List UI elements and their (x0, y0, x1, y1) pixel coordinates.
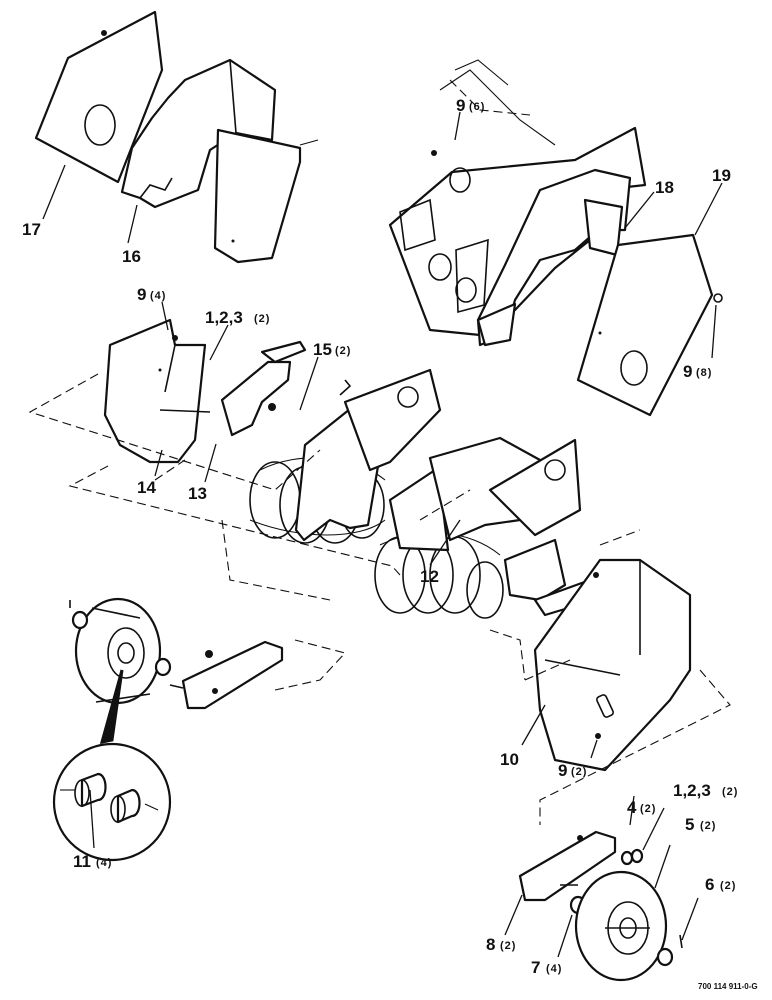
callout-1-2-3-lower: 1,2,3 (2) (673, 781, 738, 800)
svg-text:(2): (2) (335, 345, 351, 357)
alignment-lines (28, 373, 731, 825)
svg-text:(4): (4) (150, 290, 166, 302)
svg-text:11: 11 (73, 852, 91, 871)
svg-text:19: 19 (712, 166, 731, 185)
detail-pointer (99, 669, 124, 744)
svg-text:1,2,3: 1,2,3 (673, 781, 711, 800)
svg-text:9: 9 (456, 96, 465, 115)
shield-16-mount-plate (213, 128, 319, 264)
callout-12: 12 (420, 567, 439, 586)
svg-text:6: 6 (705, 875, 714, 894)
svg-text:(8): (8) (696, 367, 712, 379)
callout-16: 16 (122, 247, 141, 266)
svg-text:12: 12 (420, 567, 439, 586)
callout-17: 17 (22, 220, 41, 239)
svg-text:(2): (2) (500, 940, 516, 952)
right-washer (656, 934, 683, 967)
right-wheel (574, 870, 668, 982)
svg-text:(6): (6) (469, 101, 485, 113)
svg-text:(4): (4) (96, 857, 112, 869)
bracket-13 (220, 340, 307, 437)
callout-9-qty-2: 9 (2) (558, 761, 587, 780)
header-frame-assembly (388, 59, 647, 347)
callout-8: 8 (2) (486, 935, 516, 954)
callout-18: 18 (655, 178, 674, 197)
right-crop-divider-10 (533, 558, 692, 772)
callout-9-qty-6: 9 (6) (456, 96, 485, 115)
svg-text:14: 14 (137, 478, 156, 497)
callout-13: 13 (188, 484, 207, 503)
callout-19: 19 (712, 166, 731, 185)
callout-9-qty-4: 9 (4) (137, 285, 166, 304)
callout-7: 7 (4) (531, 958, 562, 977)
svg-text:9: 9 (558, 761, 567, 780)
svg-text:16: 16 (122, 247, 141, 266)
svg-text:4: 4 (627, 798, 637, 817)
svg-text:18: 18 (655, 178, 674, 197)
svg-text:13: 13 (188, 484, 207, 503)
callout-1-2-3-upper: 1,2,3 (2) (205, 308, 270, 327)
svg-text:17: 17 (22, 220, 41, 239)
left-wheel-arm (169, 640, 284, 710)
divider-plate-12 (388, 436, 582, 552)
svg-text:(2): (2) (722, 786, 738, 798)
shield-17 (34, 10, 164, 184)
svg-text:5: 5 (685, 815, 694, 834)
svg-text:(2): (2) (640, 803, 656, 815)
shield-19 (576, 233, 723, 417)
drawing-number: 700 114 911-0-G (698, 982, 758, 991)
svg-text:8: 8 (486, 935, 495, 954)
svg-text:9: 9 (683, 362, 692, 381)
left-washer-2 (154, 657, 172, 677)
svg-text:10: 10 (500, 750, 519, 769)
svg-text:(2): (2) (571, 766, 587, 778)
callout-10: 10 (500, 750, 519, 769)
bushing-detail-circle (52, 742, 172, 862)
svg-text:(2): (2) (720, 880, 736, 892)
svg-text:(2): (2) (254, 313, 270, 325)
shield-16 (120, 58, 277, 209)
svg-text:15: 15 (313, 340, 332, 359)
svg-text:(2): (2) (700, 820, 716, 832)
callout-4: 4 (2) (627, 798, 656, 817)
callout-9-qty-8: 9 (8) (683, 362, 712, 381)
callout-11: 11 (4) (73, 852, 112, 871)
callout-14: 14 (137, 478, 156, 497)
spindle-plate-15 (294, 368, 442, 542)
svg-text:1,2,3: 1,2,3 (205, 308, 243, 327)
callout-5: 5 (2) (685, 815, 716, 834)
screw-9-bottom (595, 733, 601, 739)
callout-6: 6 (2) (705, 875, 736, 894)
svg-text:7: 7 (531, 958, 540, 977)
svg-text:9: 9 (137, 285, 146, 304)
callout-15: 15 (2) (313, 340, 351, 359)
leader-lines (42, 111, 723, 958)
svg-text:(4): (4) (546, 963, 562, 975)
left-washer (69, 600, 89, 630)
left-crop-divider-14 (103, 318, 211, 464)
right-wheel-arm (518, 830, 617, 902)
